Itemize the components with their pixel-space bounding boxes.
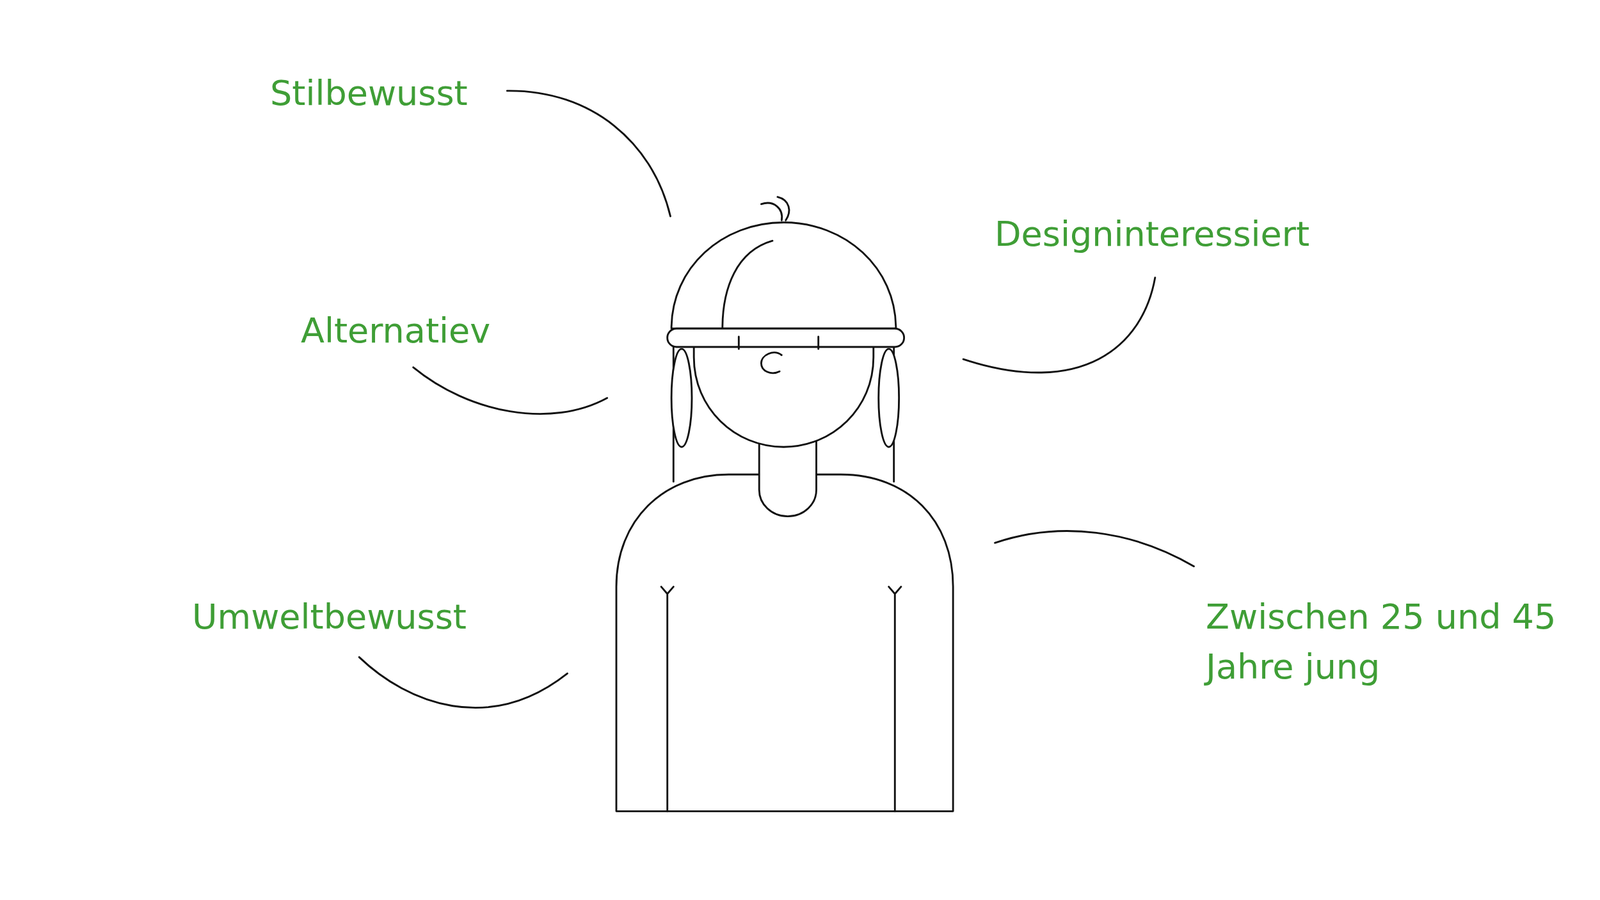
earring [878,348,900,447]
arm-line [888,586,902,812]
nose [760,352,782,374]
attribute-label: Umweltbewusst [192,592,467,642]
hair [671,222,896,329]
band [667,328,905,347]
leader-line [359,657,568,708]
leader-line [995,530,1195,566]
face [693,343,874,448]
hair-curl [760,197,789,221]
neck [759,438,816,516]
leader-line [413,367,608,415]
attribute-label: Zwischen 25 und 45 Jahre jung [1205,592,1565,692]
leader-line [506,90,671,217]
attribute-label: Designinteressiert [994,209,1310,260]
leader-line [963,277,1156,373]
earring [671,348,692,447]
hair-parting [722,240,773,329]
attribute-label: Stilbewusst [270,68,468,119]
band-tick [738,336,818,349]
attribute-label: Alternatiev [300,305,491,356]
arm-line [661,586,674,812]
torso [616,474,953,811]
